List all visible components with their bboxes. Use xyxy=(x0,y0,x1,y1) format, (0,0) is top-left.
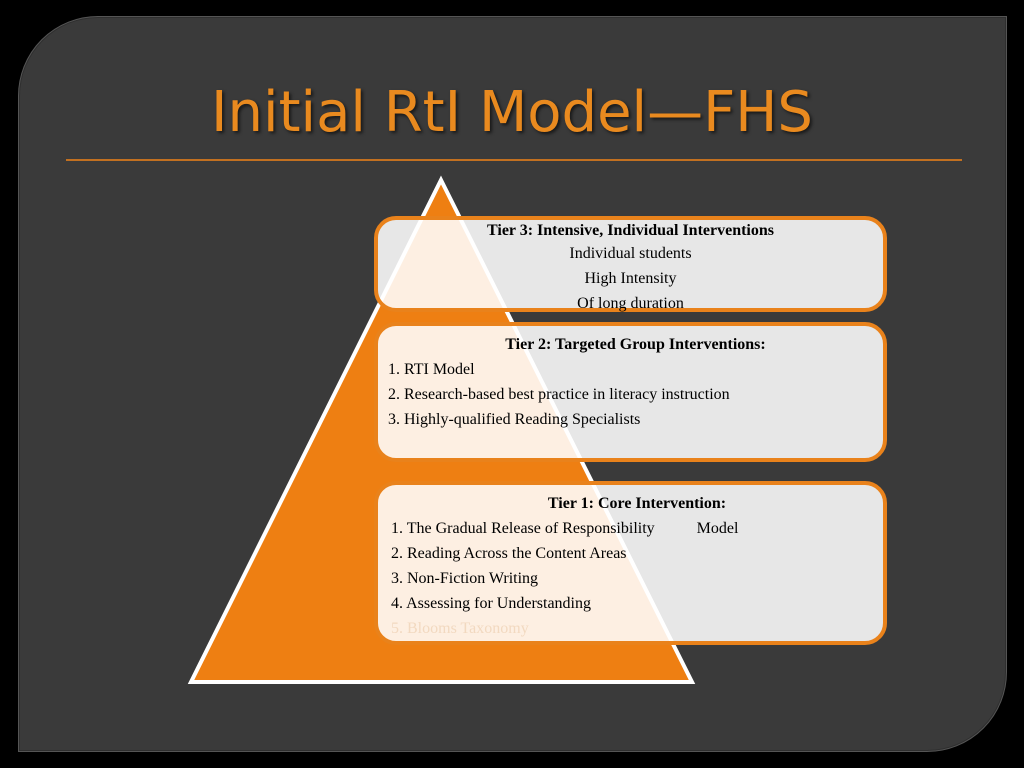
tier2-item-3: 3. Highly-qualified Reading Specialists xyxy=(388,411,641,428)
tier1-item-1: 1. The Gradual Release of Responsibility… xyxy=(391,516,883,541)
tier1-item-2: 2. Reading Across the Content Areas xyxy=(391,545,627,562)
tier1-box: Tier 1: Core Intervention: 1. The Gradua… xyxy=(374,481,887,645)
tier1-item-4: 4. Assessing for Understanding xyxy=(391,595,591,612)
tier1-heading: Tier 1: Core Intervention: xyxy=(547,495,727,512)
tier3-line-1: Individual students xyxy=(569,245,692,262)
tier2-item-2: 2. Research-based best practice in liter… xyxy=(388,386,730,403)
tier1-item-3: 3. Non-Fiction Writing xyxy=(391,570,539,587)
tier1-item-5: 5. Blooms Taxonomy xyxy=(391,620,529,637)
title-underline xyxy=(66,159,962,161)
slide-title: Initial RtI Model—FHS xyxy=(211,80,813,145)
tier2-heading: Tier 2: Targeted Group Interventions: xyxy=(505,336,766,353)
tier2-box: Tier 2: Targeted Group Interventions: 1.… xyxy=(374,322,887,462)
tier3-box: Tier 3: Intensive, Individual Interventi… xyxy=(374,216,887,312)
tier2-item-1: 1. RTI Model xyxy=(388,361,475,378)
tier1-item-1-main: 1. The Gradual Release of Responsibility xyxy=(391,520,655,537)
tier1-item-1-tail: Model xyxy=(696,520,739,537)
tier3-heading: Tier 3: Intensive, Individual Interventi… xyxy=(486,222,774,239)
tier3-line-2: High Intensity xyxy=(584,270,677,287)
tier3-line-3: Of long duration xyxy=(577,295,684,312)
